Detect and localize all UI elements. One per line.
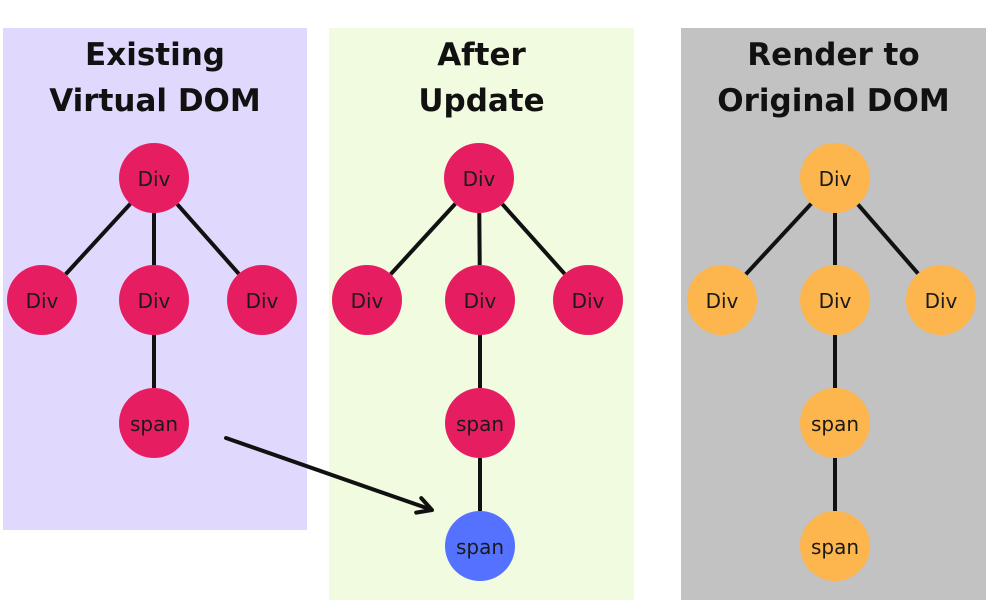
node-circle <box>7 265 77 335</box>
panel-title: Render to Original DOM <box>681 32 986 124</box>
node-label: Div <box>706 289 739 313</box>
tree-node-render-root: Div <box>800 143 870 213</box>
node-label: Div <box>572 289 605 313</box>
node-label: Div <box>464 289 497 313</box>
tree-node-existing-left: Div <box>7 265 77 335</box>
node-circle <box>445 388 515 458</box>
tree-node-after-span1: span <box>445 388 515 458</box>
node-circle <box>687 265 757 335</box>
node-circle <box>332 265 402 335</box>
tree-edge-after-root-left <box>389 202 457 276</box>
tree-edge-after-root-right <box>500 202 567 276</box>
tree-node-render-span1: span <box>800 388 870 458</box>
node-label: Div <box>138 167 171 191</box>
tree-node-existing-right: Div <box>227 265 297 335</box>
tree-node-render-left: Div <box>687 265 757 335</box>
arrow-line <box>224 436 430 511</box>
node-label: Div <box>246 289 279 313</box>
node-label: span <box>811 412 859 436</box>
panel-title-line: Update <box>418 83 545 119</box>
tree-node-render-mid: Div <box>800 265 870 335</box>
node-label: Div <box>925 289 958 313</box>
node-circle <box>119 143 189 213</box>
node-label: Div <box>351 289 384 313</box>
tree-node-after-left: Div <box>332 265 402 335</box>
node-label: span <box>811 535 859 559</box>
node-label: span <box>456 412 504 436</box>
panel-title-line: Virtual DOM <box>49 83 261 119</box>
arrow-head-icon <box>414 496 434 515</box>
panel-title: Existing Virtual DOM <box>3 32 307 124</box>
node-circle <box>800 511 870 581</box>
node-label: Div <box>819 167 852 191</box>
tree-node-after-right: Div <box>553 265 623 335</box>
node-circle <box>227 265 297 335</box>
panel-title-line: Existing <box>85 37 225 73</box>
node-label: Div <box>138 289 171 313</box>
node-circle <box>906 265 976 335</box>
panel-title: After Update <box>329 32 634 124</box>
tree-node-render-span2: span <box>800 511 870 581</box>
node-circle <box>119 388 189 458</box>
tree-edge-existing-root-left <box>64 202 132 276</box>
node-circle <box>800 143 870 213</box>
node-label: span <box>456 535 504 559</box>
node-circle <box>444 143 514 213</box>
node-circle <box>800 388 870 458</box>
panel-title-line: Original DOM <box>717 83 950 119</box>
node-circle <box>119 265 189 335</box>
node-circle <box>800 265 870 335</box>
tree-edge-existing-root-right <box>175 202 241 276</box>
node-circle <box>553 265 623 335</box>
tree-node-after-root: Div <box>444 143 514 213</box>
tree-node-existing-mid: Div <box>119 265 189 335</box>
tree-node-existing-span1: span <box>119 388 189 458</box>
panel-title-line: After <box>437 37 526 73</box>
node-label: span <box>130 412 178 436</box>
node-circle <box>445 265 515 335</box>
node-label: Div <box>463 167 496 191</box>
node-circle <box>445 511 515 581</box>
tree-node-after-mid: Div <box>445 265 515 335</box>
tree-edge-render-root-right <box>856 203 920 275</box>
node-label: Div <box>26 289 59 313</box>
tree-edge-render-root-left <box>744 202 813 276</box>
tree-node-existing-root: Div <box>119 143 189 213</box>
panel-title-line: Render to <box>747 37 920 73</box>
node-label: Div <box>819 289 852 313</box>
tree-node-after-span2: span <box>445 511 515 581</box>
tree-node-render-right: Div <box>906 265 976 335</box>
